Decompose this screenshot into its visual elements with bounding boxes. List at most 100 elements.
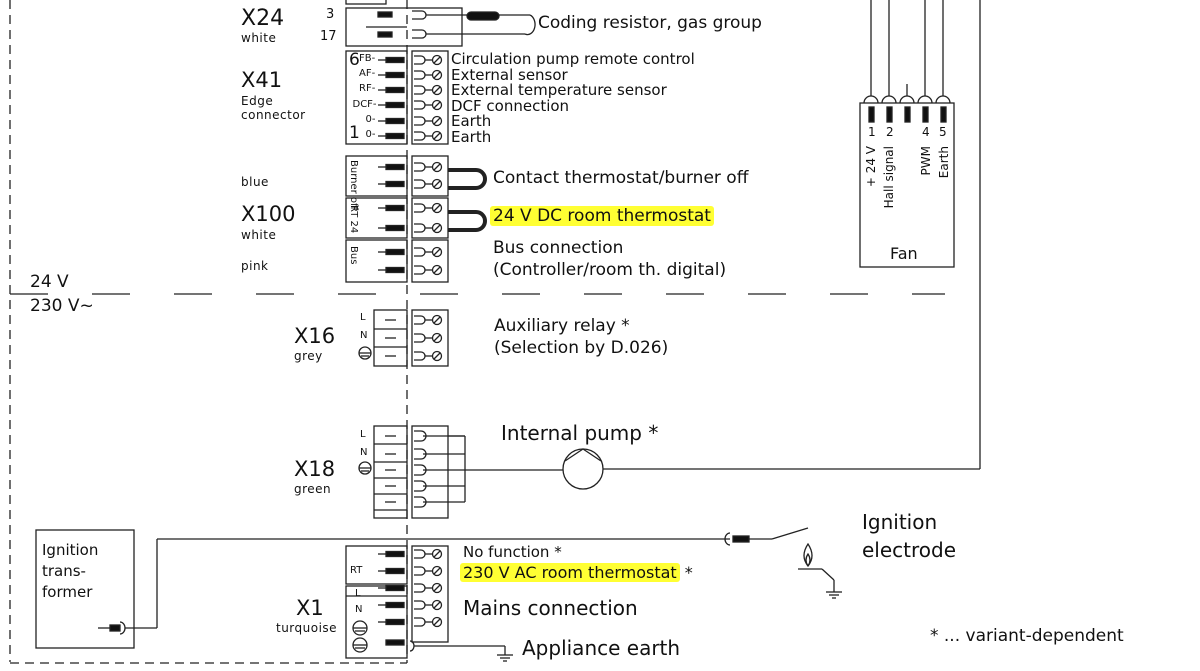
x16-description-2: (Selection by D.026) [494, 338, 669, 358]
x100-pin-4-screw [431, 246, 443, 258]
x1-pin-0-plug [385, 550, 405, 558]
ignition-transformer-box [35, 529, 135, 649]
ignition-transformer-line-3: former [42, 583, 93, 601]
x100-pin-4-socket [414, 247, 426, 257]
x41-pin-1-plug [385, 71, 405, 79]
x41-label: X41 [241, 68, 283, 92]
x1-pin-5-plug [385, 639, 405, 646]
x16-screw-2 [431, 350, 443, 362]
x1-pin-0-socket [414, 549, 426, 559]
x1-no-function: No function * [463, 543, 562, 561]
zone-24v-label: 24 V [30, 272, 69, 292]
x100-bus-description-1: Bus connection [493, 238, 624, 258]
x16-pin-n: N [360, 330, 368, 341]
x16-pin-l: L [360, 312, 366, 323]
ignition-transformer-label: Ignition trans- former [42, 540, 98, 603]
fan-pin-socket-2 [899, 95, 915, 104]
x41-pin-0-screw [431, 54, 443, 66]
x41-subtitle-1: Edge [241, 94, 274, 108]
x41-pin-3-socket [414, 100, 426, 110]
x100-burner-off-side: Burner off [348, 160, 359, 210]
fan-pin-socket-1 [881, 95, 897, 104]
x100-pin-1-plug [385, 180, 405, 188]
flame-icon [803, 542, 813, 568]
x41-pin-label: FB- [359, 53, 376, 64]
x41-desc-af: External sensor [451, 65, 568, 84]
x16-description-1: Auxiliary relay * [494, 316, 630, 336]
x24-pin-17: 17 [320, 29, 337, 44]
x1-pin-1-screw [431, 565, 443, 577]
x41-pin-first: 6 [349, 50, 360, 70]
x41-pin-label: DCF- [352, 98, 377, 110]
x41-pin-4-socket [414, 116, 426, 126]
x100-pin-2-socket [414, 203, 426, 213]
x41-pin-5-plug [385, 132, 405, 140]
x100-pin-5-plug [385, 266, 405, 274]
x1-pin-2-socket [414, 583, 426, 593]
footnote: * ... variant-dependent [930, 626, 1124, 646]
x1-pin-rt: RT [350, 565, 363, 576]
x100-pin-5-screw [431, 264, 443, 276]
x1-color: turquoise [276, 621, 338, 635]
x1-room-thermostat-asterisk: * [679, 563, 693, 582]
x100-bus-side: Bus [348, 246, 359, 265]
x16-socket-2 [414, 351, 426, 361]
fan-pin-1 [886, 106, 893, 123]
x1-pin-3-screw [431, 599, 443, 611]
fan-pin-socket-0 [863, 95, 879, 104]
x41-pin-1-screw [431, 69, 443, 81]
x16-socket-0 [414, 315, 426, 325]
x1-pin-0-screw [431, 548, 443, 560]
x1-pin-3-socket [414, 600, 426, 610]
x100-burner-off-description: Contact thermostat/burner off [493, 168, 749, 188]
x100-pin-0-screw [431, 161, 443, 173]
fan-label: Fan [890, 244, 918, 263]
x24-color: white [241, 31, 277, 45]
x1-pin-n: N [355, 604, 363, 615]
x41-pin-4-screw [431, 115, 443, 127]
x100-pin-5-socket [414, 265, 426, 275]
x1-label: X1 [296, 596, 324, 620]
fan-signal-label: Hall signal [882, 146, 896, 209]
x41-pin-label: AF- [359, 68, 376, 80]
fan-pin-socket-4 [935, 95, 951, 104]
x100-pin-3-screw [431, 222, 443, 234]
x100-color: white [241, 228, 277, 242]
x100-pin-2-screw [431, 202, 443, 214]
x100-pin-4-plug [385, 248, 405, 256]
x100-bus-description-2: (Controller/room th. digital) [493, 260, 727, 280]
x100-pink-label: pink [241, 259, 269, 273]
x41-pin-5-socket [414, 131, 426, 141]
x1-room-thermostat: 230 V AC room thermostat [460, 563, 680, 582]
x100-pin-3-plug [385, 224, 405, 232]
x100-pin-2-plug [385, 204, 405, 212]
fan-signal-label: PWM [919, 146, 933, 176]
fan-pin-number: 4 [922, 125, 930, 139]
fan-pin-socket-3 [917, 95, 933, 104]
x1-mains-connection: Mains connection [463, 596, 638, 620]
fan-pin-0 [868, 106, 875, 123]
fan-pin-number: 2 [886, 125, 894, 139]
x100-pin-0-socket [414, 162, 426, 172]
fan-pin-2 [904, 106, 911, 123]
x100-blue-label: blue [241, 175, 269, 189]
x41-pin-label: 0- [365, 129, 376, 140]
x100-rt24-description: 24 V DC room thermostat [490, 206, 714, 226]
zone-230v-label: 230 V~ [30, 296, 94, 316]
fan-pin-4 [940, 106, 947, 123]
x1-appliance-earth: Appliance earth [522, 636, 681, 660]
x100-label: X100 [241, 202, 296, 226]
x41-pin-3-screw [431, 99, 443, 111]
fan-signal-label: + 24 V [864, 146, 878, 188]
x41-pin-2-screw [431, 84, 443, 96]
x1-pin-2-screw [431, 582, 443, 594]
fan-pin-3 [922, 106, 929, 123]
x41-desc-rf: External temperature sensor [451, 81, 667, 99]
x16-socket-1 [414, 333, 426, 343]
x18-color: green [294, 482, 332, 496]
x41-pin-0-socket [414, 55, 426, 65]
x100-pin-1-screw [431, 178, 443, 190]
x41-pin-1-socket [414, 70, 426, 80]
x1-pin-2-plug [385, 584, 405, 592]
x1-pin-1-plug [385, 567, 405, 575]
